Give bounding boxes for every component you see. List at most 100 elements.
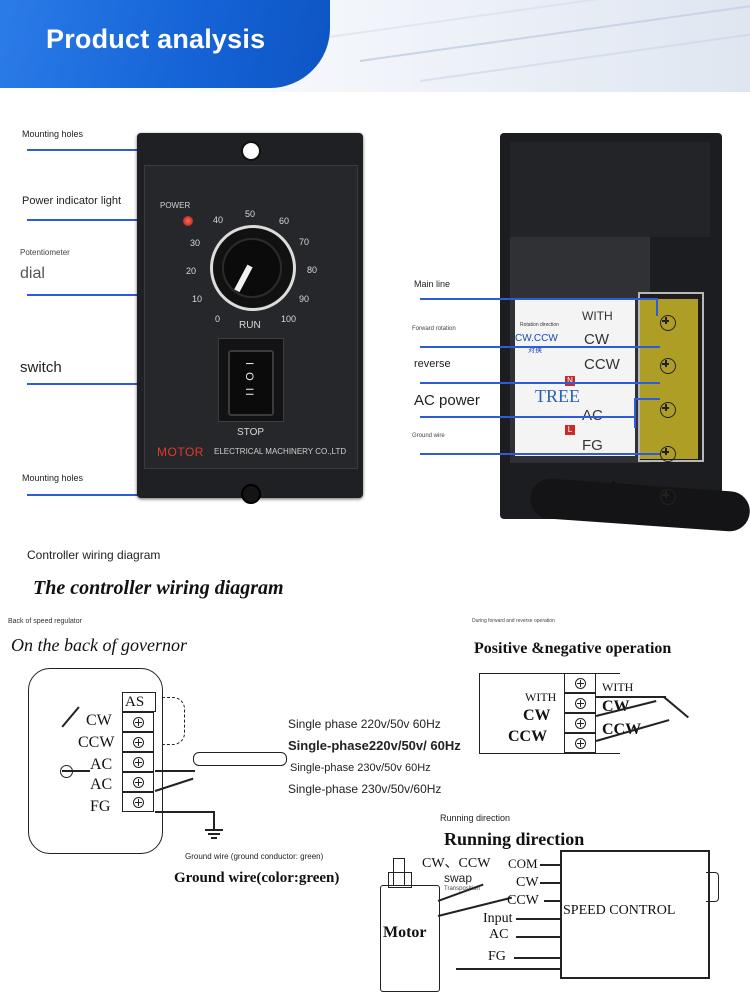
terminal-screw bbox=[660, 358, 676, 374]
operation-ccw-left: CCW bbox=[508, 728, 548, 745]
operation-outline bbox=[479, 673, 620, 754]
dial-number: 40 bbox=[213, 215, 224, 225]
power-cable-symbol bbox=[193, 752, 287, 766]
sticker-n-badge: N bbox=[565, 376, 575, 386]
label-reverse: reverse bbox=[414, 358, 451, 370]
dial-number: 0 bbox=[215, 314, 221, 324]
stop-label: STOP bbox=[237, 427, 265, 438]
sticker-ac: AC bbox=[582, 407, 603, 424]
running-cw-ccw: CW、CCW bbox=[422, 856, 491, 871]
spec-4: Single-phase 230v/50v/60Hz bbox=[288, 782, 442, 796]
operation-with-right: WITH bbox=[602, 680, 634, 694]
label-mounting-holes-bottom: Mounting holes bbox=[22, 473, 84, 483]
leader-line bbox=[27, 383, 232, 385]
wiring-caption: Controller wiring diagram bbox=[27, 548, 161, 562]
leader-line bbox=[27, 219, 182, 221]
label-power-indicator: Power indicator light bbox=[22, 195, 122, 207]
switch-marks: I O II bbox=[243, 362, 255, 398]
wire bbox=[456, 968, 562, 970]
spec-3: Single-phase 230v/50v 60Hz bbox=[290, 762, 431, 774]
header-title-band bbox=[0, 0, 330, 88]
sticker-rotation-cn: 对换 bbox=[528, 347, 542, 354]
operation-caption: During forward and reverse operation bbox=[472, 618, 555, 624]
dial-number: 50 bbox=[245, 209, 256, 219]
leader-line bbox=[420, 298, 658, 300]
sticker-ccw: CCW bbox=[584, 356, 620, 373]
label-dial: dial bbox=[20, 265, 45, 282]
running-caption: Running direction bbox=[440, 813, 511, 823]
wire bbox=[596, 696, 666, 698]
motor-label: Motor bbox=[383, 924, 427, 941]
dial-number: 100 bbox=[281, 314, 297, 324]
terminal-as-label: AS bbox=[125, 693, 145, 710]
leader-line bbox=[27, 294, 242, 296]
wire bbox=[516, 936, 562, 938]
label-potentiometer: Potentiometer bbox=[20, 248, 70, 257]
dial-number: 20 bbox=[186, 266, 197, 276]
jumper-wire bbox=[162, 697, 185, 745]
wire bbox=[516, 918, 562, 920]
wire bbox=[540, 882, 562, 884]
sticker-brand: TREE bbox=[535, 386, 580, 406]
dial-number: 30 bbox=[190, 238, 201, 248]
leader-line bbox=[420, 346, 660, 348]
running-transposition: Transposition bbox=[444, 886, 480, 892]
dial-number: 60 bbox=[279, 216, 290, 226]
running-input: Input bbox=[483, 911, 513, 926]
terminal-screw bbox=[574, 677, 586, 689]
wire bbox=[663, 696, 689, 718]
sticker-rotation-direction: Rotation direction bbox=[520, 322, 559, 328]
wire bbox=[62, 770, 90, 772]
operation-cw-left: CW bbox=[523, 707, 551, 724]
governor-back-outline bbox=[28, 668, 163, 854]
terminal-screw bbox=[132, 736, 144, 748]
back-caption: Back of speed regulator bbox=[8, 618, 82, 625]
label-ground-wire: Ground wire bbox=[412, 433, 445, 439]
terminal-screw bbox=[574, 717, 586, 729]
running-cw: CW bbox=[516, 875, 539, 890]
rocker-switch[interactable] bbox=[228, 350, 274, 416]
dial-number: 80 bbox=[307, 265, 318, 275]
terminal-screw bbox=[660, 315, 676, 331]
leader-line bbox=[656, 298, 658, 316]
mounting-hole-top bbox=[241, 141, 261, 161]
ground-symbol bbox=[208, 833, 220, 835]
ground-caption: Ground wire (ground conductor: green) bbox=[185, 852, 324, 861]
dial-number: 10 bbox=[192, 294, 203, 304]
label-forward-rotation: Forward rotation bbox=[412, 326, 456, 332]
leader-line bbox=[27, 149, 242, 151]
back-ac-2: AC bbox=[90, 776, 113, 793]
page-title: Product analysis bbox=[46, 24, 266, 54]
speed-control-label: SPEED CONTROL bbox=[563, 903, 676, 918]
wire bbox=[544, 900, 562, 902]
wiring-sticker bbox=[515, 298, 635, 456]
terminal-strip-back: AS bbox=[122, 692, 156, 812]
speed-control-knob bbox=[706, 872, 719, 902]
terminal-screw bbox=[660, 489, 676, 505]
terminal-screw bbox=[132, 756, 144, 768]
leader-line bbox=[634, 398, 636, 428]
label-switch: switch bbox=[20, 359, 62, 376]
sticker-fg: FG bbox=[582, 437, 603, 454]
terminal-screw bbox=[574, 697, 586, 709]
mounting-hole-bottom bbox=[241, 484, 261, 504]
spec-2: Single-phase220v/50v/ 60Hz bbox=[288, 738, 461, 753]
leader-line bbox=[420, 453, 660, 455]
sticker-with: WITH bbox=[582, 309, 613, 323]
terminal-screw bbox=[660, 446, 676, 462]
running-swap: swap bbox=[444, 871, 473, 885]
running-title: Running direction bbox=[444, 829, 585, 849]
panel-brand: MOTOR bbox=[157, 445, 204, 459]
sticker-cw-ccw: CW.CCW bbox=[515, 333, 558, 344]
wiring-title: The controller wiring diagram bbox=[33, 577, 284, 599]
running-ccw: CCW bbox=[507, 893, 539, 908]
terminal-screw bbox=[660, 402, 676, 418]
leader-line bbox=[27, 494, 242, 496]
spec-1: Single phase 220v/50v 60Hz bbox=[288, 717, 441, 731]
terminal-screw bbox=[132, 776, 144, 788]
header-stripe bbox=[359, 4, 750, 62]
leader-line bbox=[420, 382, 660, 384]
dial-number: 70 bbox=[299, 237, 310, 247]
speed-control-box bbox=[560, 850, 710, 979]
wire bbox=[155, 770, 195, 772]
